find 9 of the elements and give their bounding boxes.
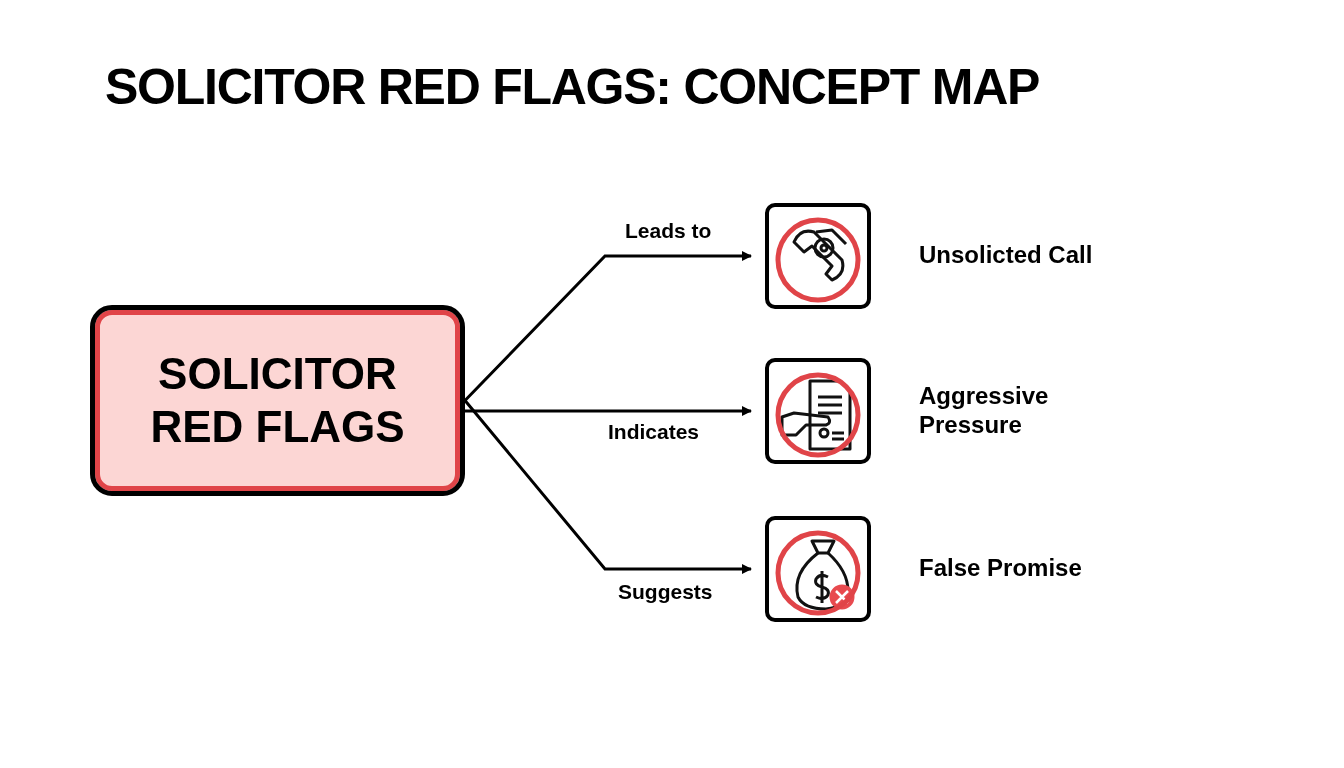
arrow bbox=[463, 399, 752, 574]
outcome-label: Aggressive Pressure bbox=[919, 382, 1050, 440]
concept-text: SOLICITOR RED FLAGS bbox=[149, 347, 406, 453]
outcome-label: Unsolicted Call bbox=[919, 241, 1094, 270]
outcome-label: False Promise bbox=[919, 554, 1083, 583]
arrow bbox=[465, 406, 752, 416]
arrow bbox=[463, 251, 752, 402]
title: SOLICITOR RED FLAGS: CONCEPT MAP bbox=[105, 62, 1040, 112]
concept-box bbox=[90, 305, 465, 496]
